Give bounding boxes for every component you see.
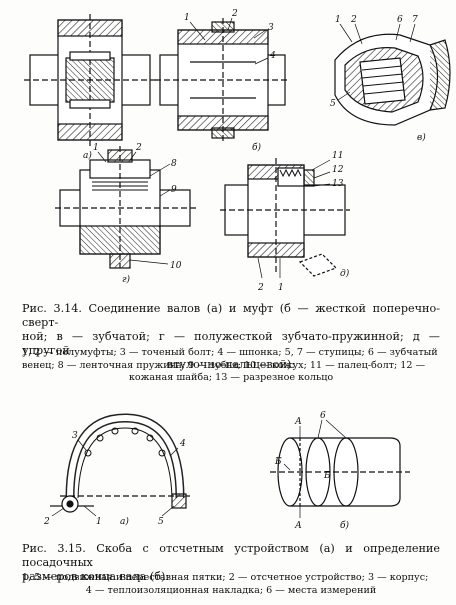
callout-v-6: 6: [397, 15, 403, 25]
panel-label-3-15-b: б): [340, 520, 349, 531]
callout-3-15b-A-top: А: [294, 417, 302, 427]
figure-3-15-caption: Рис. 3.15. Скоба с отсчетным устройством…: [22, 542, 440, 584]
figure-3-14-drawings: а) 1 2 3 4 б): [24, 9, 451, 293]
callout-3-15b-A-bottom: А: [294, 521, 302, 531]
panel-label-g: г): [122, 274, 131, 285]
callout-3-15a-4: 4: [179, 439, 186, 449]
callout-v-5: 5: [330, 99, 336, 109]
callout-b-3: 3: [268, 23, 274, 33]
gauge-drawing-a: [50, 413, 190, 513]
legend-3-15-line-1: 1, 5 — подвижная и переставная пятки; 2 …: [22, 572, 429, 583]
callout-b-1: 1: [184, 13, 190, 23]
figure-3-14-legend: 1, 2 — полумуфты; 3 — точеный болт; 4 — …: [22, 347, 440, 385]
callout-v-1: 1: [335, 15, 341, 25]
legend-3-14-line-2: венец; 8 — ленточная пружина; 9 — зубья;…: [22, 359, 426, 371]
panel-label-b: б): [252, 142, 261, 153]
callout-g-1: 1: [93, 143, 99, 153]
callout-d-1: 1: [278, 283, 284, 293]
caption-3-14-line-1: Рис. 3.14. Соединение валов (а) и муфт (…: [22, 302, 440, 329]
callout-d-13: 13: [332, 179, 344, 189]
callout-g-2: 2: [135, 143, 142, 153]
figure-3-15-legend: 1, 5 — подвижная и переставная пятки; 2 …: [22, 572, 440, 597]
coupling-drawing-a: [24, 14, 156, 146]
figure-3-15-drawings: 3 4 2 1 5 а) А 6 Б Б А б): [43, 411, 410, 531]
callout-3-15a-2: 2: [43, 517, 50, 527]
callout-b-4: 4: [269, 51, 276, 61]
coupling-drawing-v: [334, 33, 451, 126]
coupling-drawing-g: [55, 146, 196, 269]
caption-3-14-line-3: втулочно-пальцевой):: [166, 358, 296, 371]
panel-label-a: а): [83, 150, 92, 161]
callout-3-15b-6: 6: [320, 411, 326, 421]
figure-3-14-caption: Рис. 3.14. Соединение валов (а) и муфт (…: [22, 302, 440, 372]
callout-v-2: 2: [350, 15, 357, 25]
legend-3-15-line-2: 4 — теплоизоляционная накладка; 6 — мест…: [85, 584, 377, 596]
coupling-drawing-b: [155, 18, 290, 142]
callout-3-15b-B-left: Б: [274, 457, 282, 467]
callout-3-15b-B-right: Б: [323, 471, 331, 481]
shaft-drawing-b: [270, 437, 410, 507]
callout-d-11: 11: [332, 151, 343, 161]
callout-d-2: 2: [257, 283, 264, 293]
callout-d-12: 12: [332, 165, 344, 175]
callout-g-8: 8: [171, 159, 177, 169]
callout-3-15a-1: 1: [96, 517, 102, 527]
callout-g-10: 10: [170, 261, 182, 271]
caption-3-15-line-2: размеров конца вала (б):: [22, 570, 170, 583]
callout-3-15a-5: 5: [158, 517, 164, 527]
coupling-drawing-d: [220, 158, 350, 277]
callout-3-15a-3: 3: [72, 431, 78, 441]
legend-3-14-line-3: кожаная шайба; 13 — разрезное кольцо: [128, 372, 334, 383]
caption-3-15-line-1: Рис. 3.15. Скоба с отсчетным устройством…: [22, 542, 440, 569]
caption-3-14-line-2: ной; в — зубчатой; г — полужесткой зубча…: [22, 330, 440, 357]
callout-g-9: 9: [171, 185, 177, 195]
panel-label-3-15-a: а): [120, 516, 129, 527]
panel-label-v: в): [417, 132, 426, 143]
legend-3-14-line-1: 1, 2 — полумуфты; 3 — точеный болт; 4 — …: [22, 347, 438, 358]
panel-label-d: д): [340, 268, 350, 279]
callout-b-2: 2: [231, 9, 238, 19]
callout-v-7: 7: [412, 15, 418, 25]
